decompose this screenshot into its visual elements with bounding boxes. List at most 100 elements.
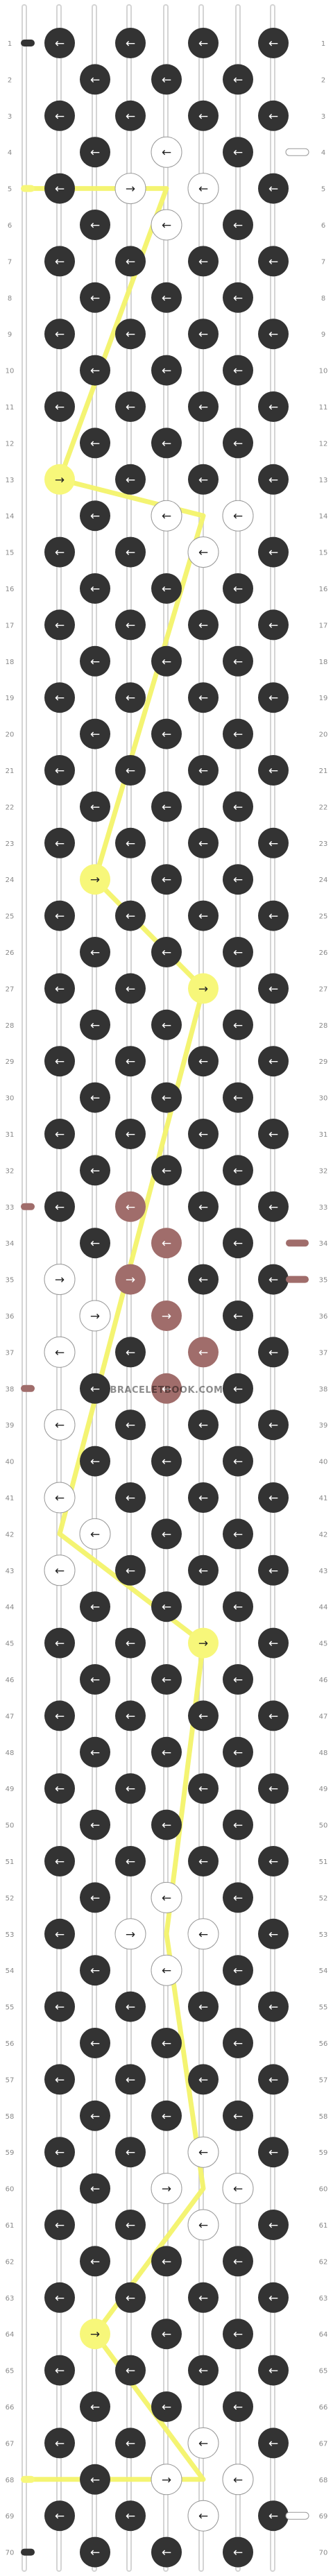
- row-number-right: 21: [319, 768, 328, 775]
- row-number-left: 33: [6, 1204, 15, 1212]
- knot-arrow: ←: [55, 328, 65, 341]
- knot-circle: [80, 1009, 110, 1040]
- knot: ←: [80, 791, 110, 822]
- knot-circle: [223, 427, 253, 459]
- knot: ←: [44, 1918, 75, 1949]
- knot: ←: [151, 791, 182, 822]
- knot: ←: [258, 2355, 289, 2386]
- row-number-right: 55: [319, 2004, 328, 2012]
- knot-circle: [115, 391, 146, 422]
- knot: ←: [44, 1046, 75, 1077]
- knot-circle: [258, 755, 289, 786]
- row-number-right: 51: [319, 1858, 328, 1866]
- knot-circle: [80, 2319, 110, 2350]
- knot-circle: [188, 391, 219, 422]
- knot-arrow: ←: [162, 1382, 171, 1396]
- knot-circle: [187, 2500, 219, 2532]
- knot: ←: [151, 1954, 182, 1986]
- knot-circle: [151, 1736, 182, 1768]
- row-number-left: 66: [6, 2404, 15, 2412]
- knot: ←: [258, 536, 289, 568]
- knot-circle: [188, 682, 219, 713]
- knot-arrow: ←: [90, 1455, 100, 1469]
- knot-circle: [80, 937, 110, 967]
- knot-arrow: ←: [268, 982, 278, 996]
- knot: ←: [188, 28, 219, 58]
- knot: ←: [80, 645, 110, 677]
- knot-circle: [258, 1700, 289, 1731]
- knot: ←: [115, 391, 146, 422]
- knot-circle: [258, 1046, 289, 1077]
- knot: ←: [258, 1991, 289, 2022]
- knot: ←: [151, 1082, 182, 1113]
- knot: ←: [223, 64, 253, 95]
- knot: ←: [258, 900, 289, 931]
- knot-arrow: ←: [233, 146, 243, 160]
- knot: ←: [188, 1482, 219, 1513]
- knot-circle: [151, 209, 182, 241]
- knot-circle: [187, 2136, 219, 2168]
- knot: ←: [151, 1591, 182, 1622]
- knot-arrow: ←: [90, 1600, 100, 1614]
- knot: ←: [187, 536, 219, 568]
- row-number-left: 43: [6, 1568, 15, 1575]
- row-number-right: 50: [319, 1822, 328, 1830]
- row-number-left: 30: [6, 1095, 15, 1103]
- row-number-left: 1: [8, 40, 12, 48]
- row-number-left: 59: [6, 2149, 15, 2157]
- knot: ←: [223, 282, 253, 313]
- knot-circle: [151, 1373, 182, 1404]
- knot-circle: [258, 536, 289, 568]
- knot-circle: [188, 28, 219, 58]
- knot-arrow: ←: [90, 73, 100, 87]
- knot-circle: [44, 1119, 75, 1149]
- row-number-right: 54: [319, 1967, 328, 1975]
- knot: ←: [151, 136, 182, 168]
- knot-arrow: ←: [162, 800, 171, 814]
- knot-arrow: ←: [90, 1382, 100, 1396]
- knot-circle: [115, 827, 146, 858]
- knot-arrow: ←: [162, 364, 171, 378]
- knot: ←: [151, 2100, 182, 2131]
- knot: ←: [258, 28, 289, 58]
- knot-circle: [223, 864, 253, 895]
- knot: ←: [80, 210, 110, 240]
- knot: ←: [44, 827, 75, 858]
- row-number-left: 9: [8, 331, 12, 339]
- row-number-left: 13: [6, 477, 15, 484]
- knot: →: [188, 1627, 219, 1659]
- knot: ←: [44, 1554, 76, 1586]
- row-number-left: 14: [6, 513, 15, 520]
- knot: ←: [115, 536, 146, 568]
- knot-circle: [115, 319, 146, 350]
- knot: ←: [151, 1155, 182, 1186]
- knot: ←: [115, 246, 146, 277]
- knot-circle: [223, 1373, 253, 1404]
- knot: ←: [44, 246, 75, 277]
- knot-arrow: ←: [55, 400, 65, 414]
- knot-arrow: ←: [268, 473, 278, 487]
- row-number-right: 16: [319, 586, 328, 593]
- knot-circle: [258, 2282, 289, 2313]
- knot: ←: [258, 2427, 289, 2459]
- knot-arrow: ←: [55, 2001, 65, 2015]
- knot-circle: [151, 1446, 182, 1477]
- row-number-right: 18: [319, 659, 328, 666]
- row-number-right: 52: [319, 1895, 328, 1902]
- knot: ←: [115, 464, 146, 495]
- knot-circle: [80, 718, 110, 749]
- row-number-right: 29: [319, 1058, 328, 1066]
- knot: ←: [80, 2173, 110, 2204]
- knot: →: [151, 1300, 182, 1331]
- knot-arrow: ←: [162, 1527, 171, 1541]
- row-number-left: 58: [6, 2113, 15, 2121]
- knot: ←: [188, 900, 219, 931]
- knot: ←: [44, 2500, 75, 2532]
- knot: ←: [258, 1846, 289, 1876]
- row-number-left: 45: [6, 1641, 15, 1648]
- knot-circle: [258, 1191, 289, 1222]
- knot: ←: [44, 900, 75, 931]
- knot-arrow: ←: [268, 1928, 278, 1942]
- knot-circle: [188, 1264, 219, 1295]
- knot-arrow: ←: [268, 910, 278, 924]
